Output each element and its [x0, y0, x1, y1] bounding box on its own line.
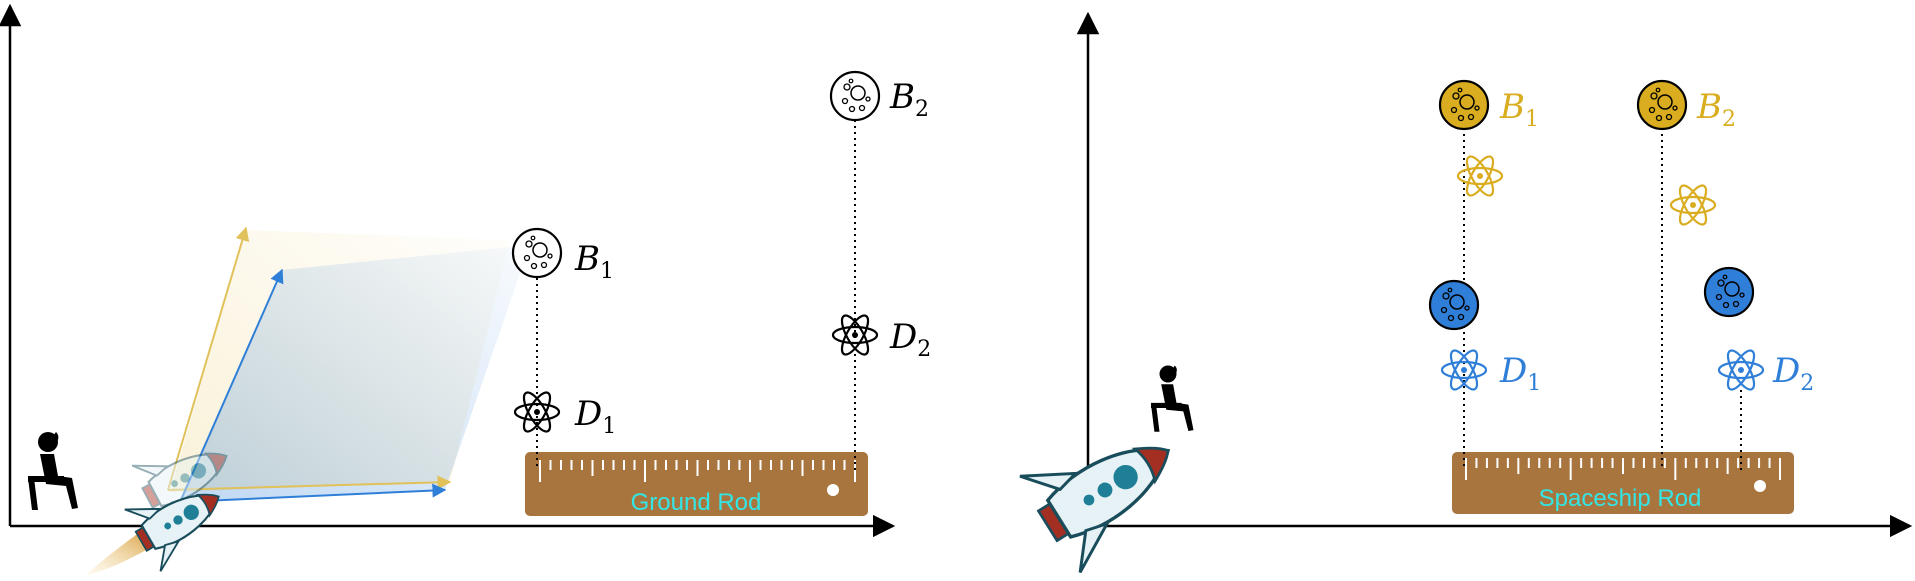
spaceship-rod-marker — [1754, 480, 1766, 492]
clock-icon — [1438, 79, 1490, 131]
ground-rod-ticks — [539, 460, 856, 482]
label-d2: D2 — [889, 317, 931, 362]
atom-icon — [513, 387, 561, 437]
label-b1: B1 — [1499, 87, 1539, 132]
yellow-vector-up — [167, 226, 250, 491]
label-d1: D1 — [1499, 351, 1541, 396]
spaceship-rod — [1452, 452, 1794, 514]
clock-icon — [829, 70, 881, 122]
clock-icon — [1703, 266, 1755, 318]
seated-observer-icon — [28, 432, 78, 510]
atom-icon — [1717, 345, 1765, 395]
spaceship-rod-label: Spaceship Rod — [1539, 485, 1702, 512]
label-b2: B2 — [889, 77, 929, 122]
blue-light-cone — [180, 245, 530, 502]
spaceship-rod-ticks — [1465, 458, 1781, 480]
atom-icon — [1440, 345, 1488, 395]
label-d2: D2 — [1772, 351, 1814, 396]
ground-rod-marker — [827, 484, 839, 496]
ground-rod-label: Ground Rod — [631, 489, 762, 516]
clock-icon — [1636, 79, 1688, 131]
atom-icon — [1456, 151, 1504, 201]
clock-icon — [511, 227, 563, 279]
atom-icon — [831, 310, 879, 360]
yellow-vector-right — [167, 475, 452, 491]
label-b2: B2 — [1696, 87, 1736, 132]
left-panel: Ground Rod B1 B2 D1 D2 — [0, 3, 931, 575]
clock-icon — [1428, 279, 1480, 331]
blue-vector-right — [179, 483, 447, 503]
rocket-flame-icon — [86, 532, 150, 575]
seated-observer-icon — [1151, 365, 1194, 432]
rocket-icon — [1016, 400, 1200, 576]
right-panel: Spaceship Rod B1 B2 D1 D2 — [1016, 11, 1913, 576]
atom-icon — [1669, 180, 1717, 230]
label-b1: B1 — [574, 239, 614, 284]
label-d1: D1 — [574, 394, 616, 439]
